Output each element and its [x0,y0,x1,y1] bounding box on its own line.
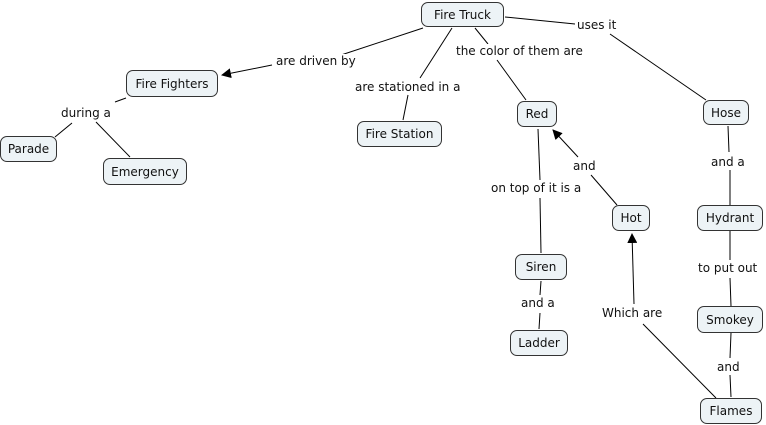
concept-hot[interactable]: Hot [612,205,650,231]
phrase-on-top-of-it-is-a: on top of it is a [489,181,584,195]
concept-parade[interactable]: Parade [0,136,57,162]
phrase-and-a-hose: and a [709,155,747,169]
phrase-and-smokey: and [715,360,742,374]
link-fighters-during [114,97,127,103]
link-driven-fighters [221,64,273,79]
concept-fire-fighters[interactable]: Fire Fighters [126,70,218,97]
link-uses-hose [609,33,707,101]
concept-fire-station[interactable]: Fire Station [357,121,442,147]
concept-hose[interactable]: Hose [703,100,749,125]
link-flames-which [642,323,717,399]
phrase-to-put-out: to put out [696,261,760,275]
concept-ladder[interactable]: Ladder [510,330,568,356]
link-and-flames [729,374,732,398]
phrase-and-red-hot: and [571,159,598,173]
concept-hydrant[interactable]: Hydrant [697,205,763,231]
phrase-uses-it: uses it [575,18,619,32]
link-and-red [552,129,579,158]
link-and-ladder [538,312,541,330]
link-which-hot [627,233,638,305]
phrase-which-are: Which are [600,306,665,320]
link-hot-and [590,174,618,206]
phrase-the-color-of-them-are: the color of them are [454,44,585,58]
concept-red[interactable]: Red [517,101,557,127]
link-truck-stationed [419,27,453,79]
link-truck-driven [331,27,424,59]
link-smokey-and [729,332,732,359]
concept-flames[interactable]: Flames [700,398,762,424]
link-putout-smokey [729,277,732,307]
concept-smokey[interactable]: Smokey [697,306,763,333]
link-during-parade [54,122,73,138]
phrase-are-driven-by: are driven by [274,54,358,68]
link-stationed-station [402,94,409,121]
link-color-red [496,59,527,101]
concept-fire-truck[interactable]: Fire Truck [421,2,504,27]
phrase-are-stationed-in-a: are stationed in a [353,80,463,94]
link-truck-uses [504,16,576,25]
phrase-and-a-siren: and a [519,296,557,310]
concept-siren[interactable]: Siren [515,254,567,280]
link-truck-color [474,27,489,45]
link-during-emergency [95,121,131,158]
link-red-ontop [537,128,541,181]
concept-emergency[interactable]: Emergency [103,158,187,185]
phrase-during-a: during a [59,106,113,120]
link-ontop-siren [539,197,542,254]
link-hose-and [727,125,730,153]
link-siren-and [539,280,542,296]
